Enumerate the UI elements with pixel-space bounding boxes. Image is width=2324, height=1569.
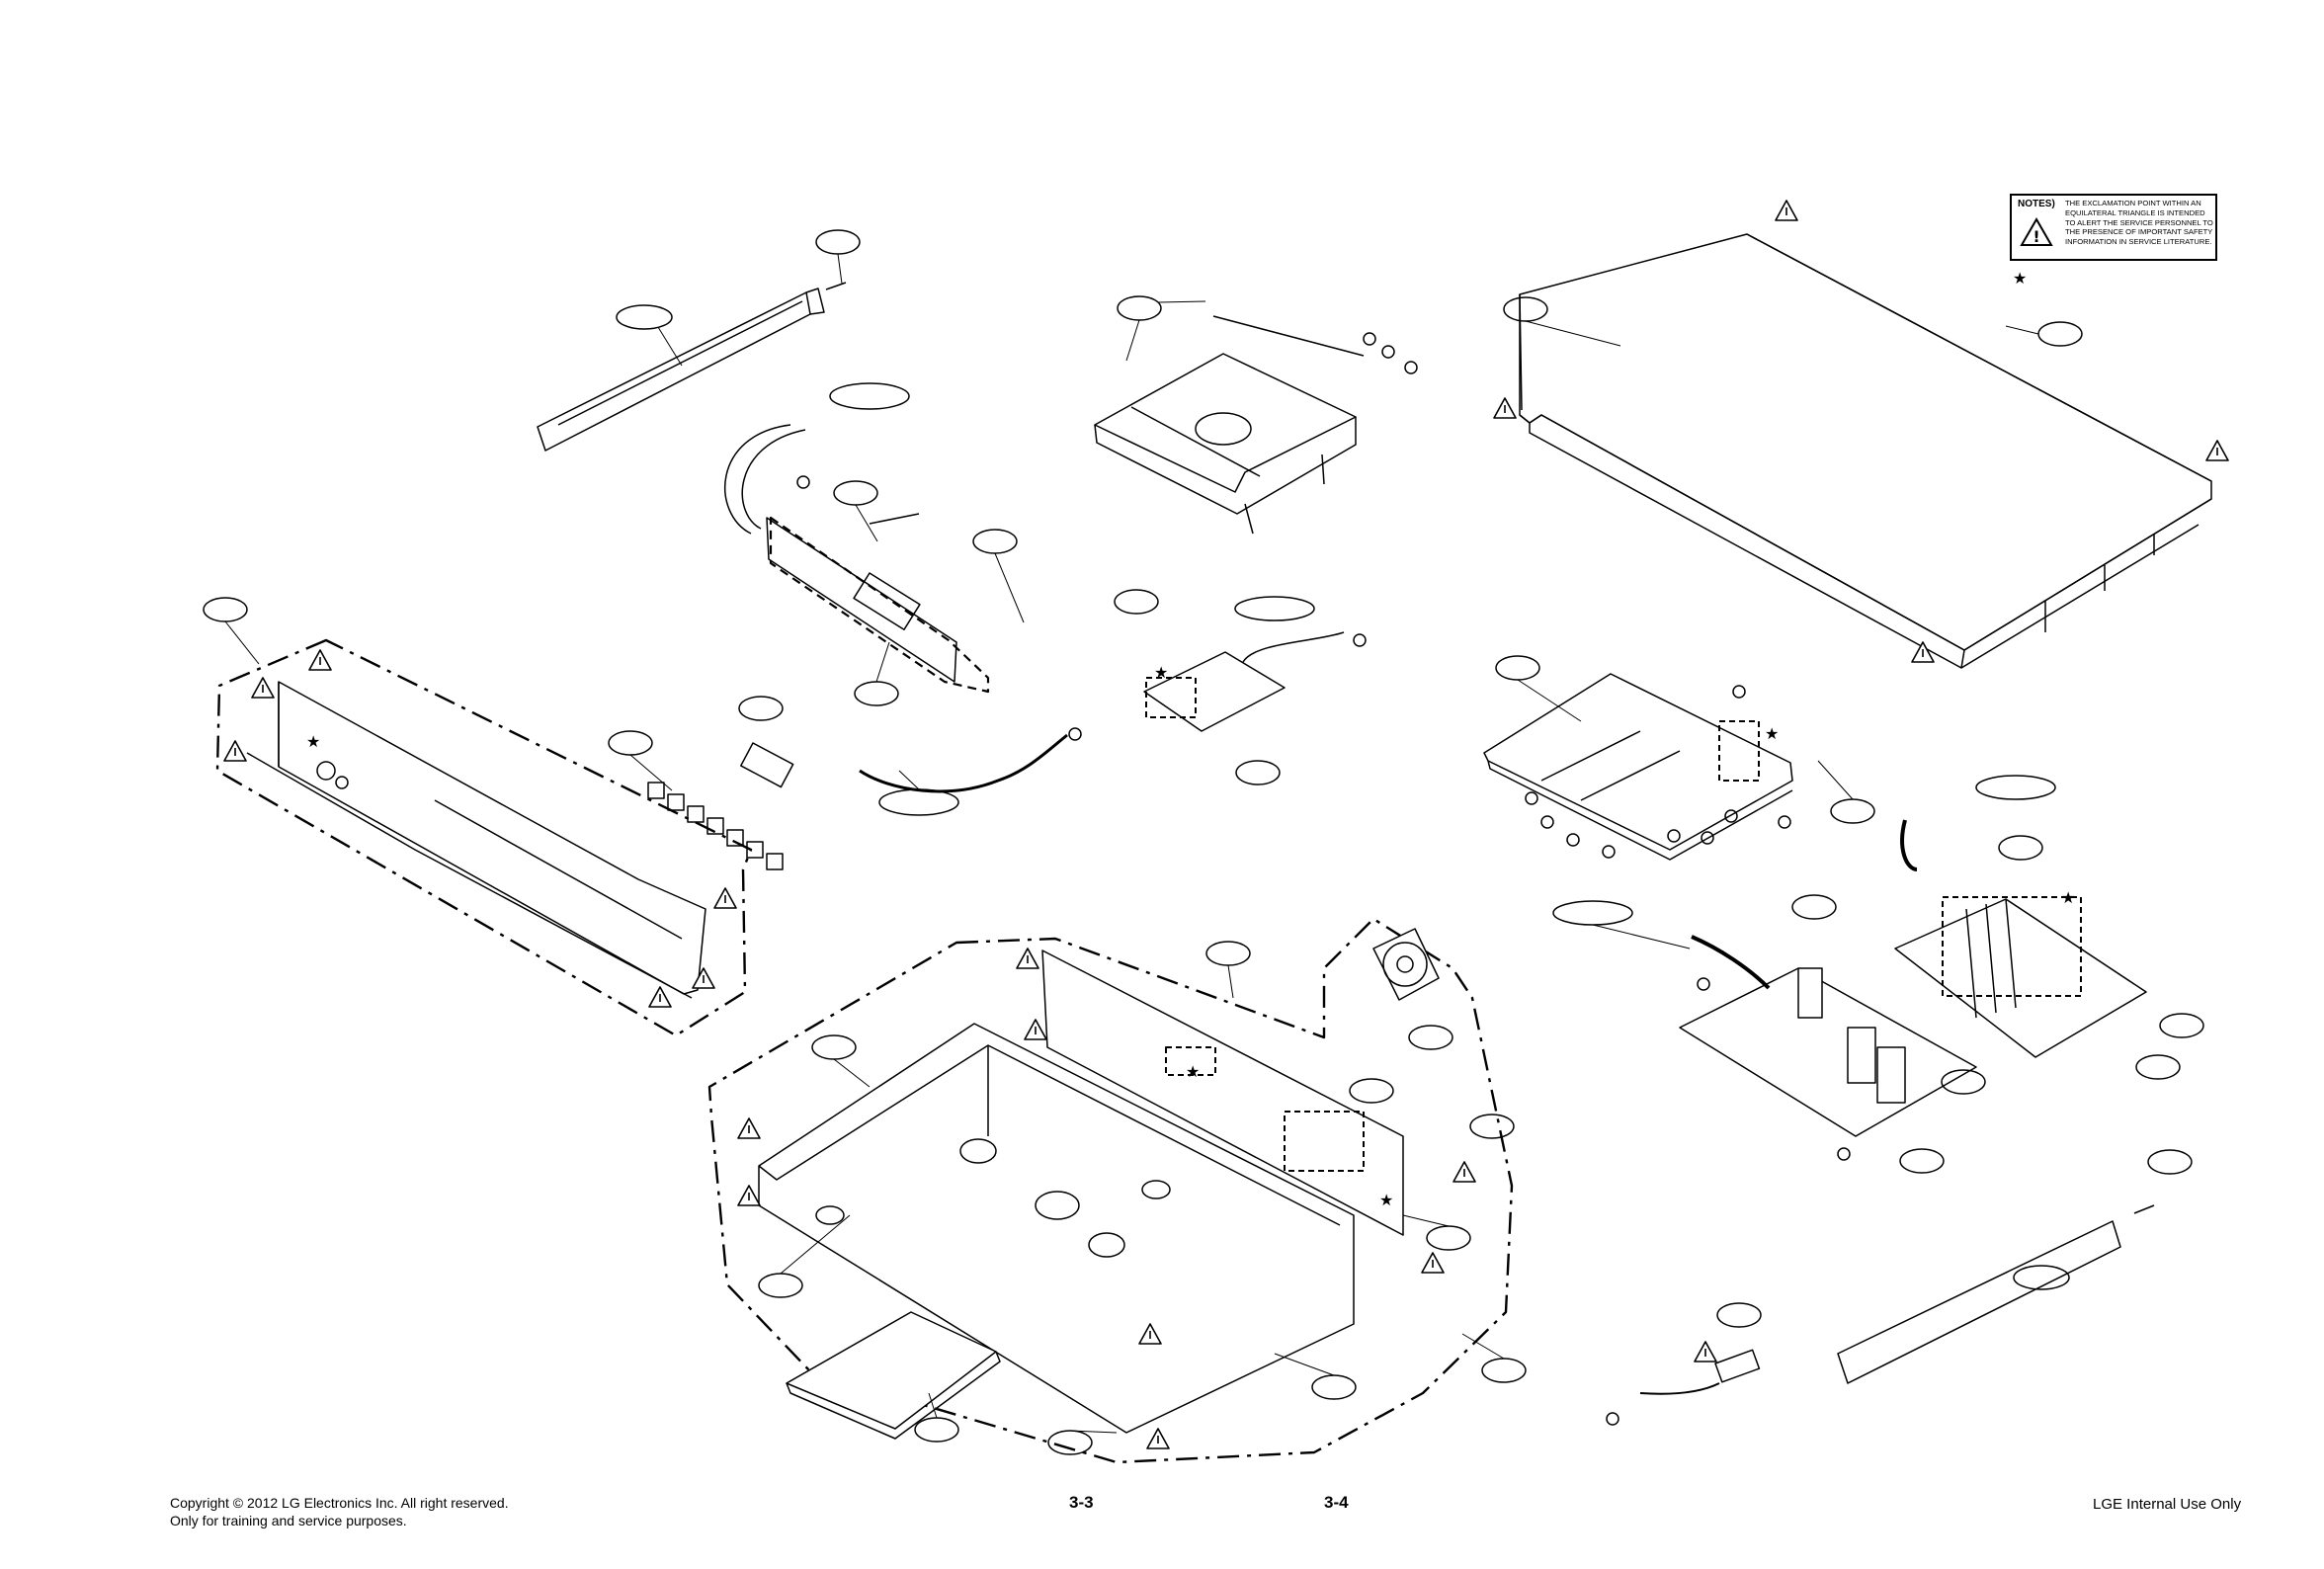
heatsink-board [1894,819,2147,1058]
top-cover [1519,233,2212,669]
star-mark: ★ [1154,663,1168,682]
rear-bracket [1837,1204,2155,1384]
side-bracket [537,282,847,452]
star-mark: ★ [1379,1191,1393,1209]
main-board [1483,673,1793,861]
notes-heading: NOTES) [2018,199,2055,209]
copyright-line-2: Only for training and service purposes. [170,1513,407,1528]
front-panel-assembly [215,638,753,1037]
internal-use-label: LGE Internal Use Only [2093,1496,2242,1513]
star-mark: ★ [2061,888,2075,907]
star-marks: ★ ★ ★ ★ ★ ★ [306,663,2075,1209]
copyright-line-1: Copyright © 2012 LG Electronics Inc. All… [170,1495,509,1511]
safety-notes-box: NOTES) ! THE EXCLAMATION POINT WITHIN AN… [2010,194,2217,261]
svg-text:!: ! [2033,227,2039,246]
star-mark: ★ [306,732,320,751]
cooling-fan [1372,928,1440,1001]
front-board [724,424,990,694]
small-pcb [1143,631,1345,732]
page-number-right: 3-4 [1324,1493,1349,1512]
leader-lines [224,253,2039,1434]
power-board [1679,935,1977,1137]
disc-drive [1094,315,1365,535]
warning-triangle-icons [223,200,2229,1449]
main-chassis [707,917,1514,1464]
star-mark: ★ [1765,724,1779,743]
reference-circles [796,332,1851,1161]
power-cord [1606,1349,1761,1426]
star-mark: ★ [1186,1062,1200,1081]
page-number-left: 3-3 [1069,1493,1094,1512]
bottom-panel [786,1311,1001,1440]
notes-text: THE EXCLAMATION POINT WITHIN AN EQUILATE… [2065,199,2213,247]
warning-triangle-icon: ! [2020,217,2053,246]
star-note-symbol: ★ [2013,271,2028,288]
key-buttons [647,782,784,870]
cable [740,733,1068,793]
copyright: Copyright © 2012 LG Electronics Inc. All… [170,1494,509,1529]
